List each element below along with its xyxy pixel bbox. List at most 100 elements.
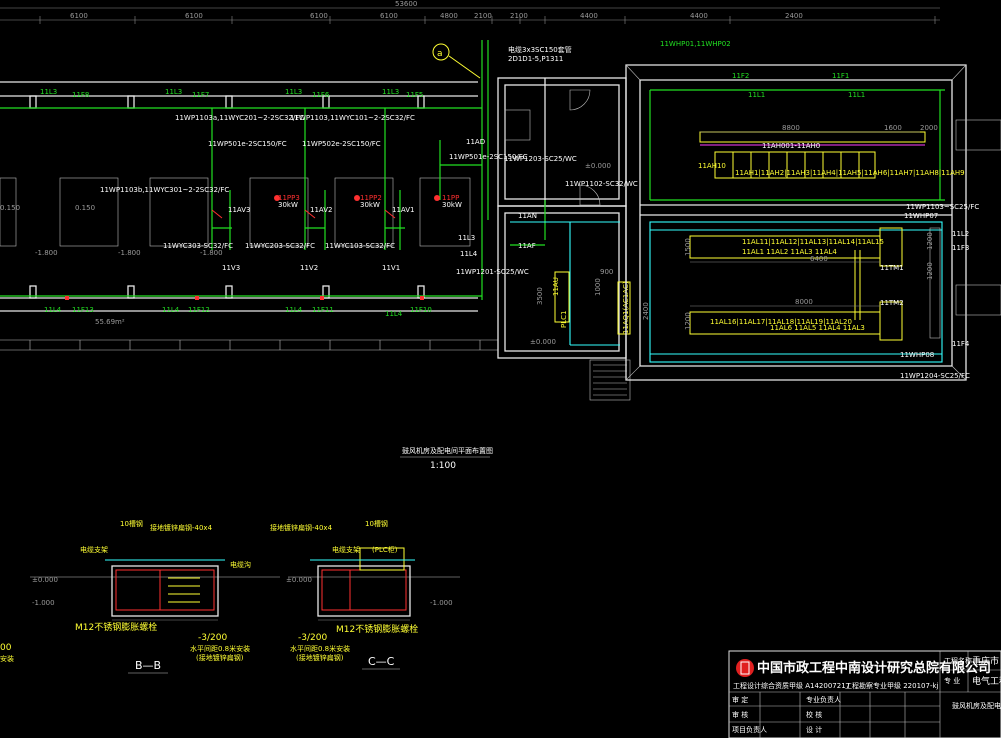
label-11l1-a: 11L1 (748, 91, 765, 99)
cc-title: C—C (368, 655, 395, 668)
bb-title: B—B (135, 659, 161, 672)
label-11tm2: 11TM2 (880, 299, 904, 307)
svg-text:审 核: 审 核 (732, 710, 748, 719)
feeder-l3-4: 11L3 (382, 88, 399, 96)
label-whp08: 11WHP08 (900, 351, 934, 359)
plan-title: 鼓风机房及配电间平面布置图 (402, 446, 493, 455)
svg-text:设 计: 设 计 (806, 725, 822, 734)
label-11an: 11AN (518, 212, 537, 220)
label-11l2: 11L2 (952, 230, 969, 238)
cable-annotations-left: 11WP1103a,11WYC201~2-2SC32/FC 11WP1103,1… (100, 40, 731, 194)
dim-top-6: 2100 (474, 12, 492, 20)
lv-row2b-label: 11AL6 11AL5 11AL4 11AL3 (770, 324, 865, 332)
left-edge-note-1: 00 (0, 643, 12, 653)
pump-labels: 11PP3 30kW 11PP2 30kW 11PP 30kW 11AV3 11… (0, 194, 462, 272)
svg-text:a: a (437, 49, 443, 59)
bb-level-1: -1.000 (32, 599, 55, 607)
lv-row1-label: 11AL11|11AL12|11AL13|11AL14|11AL15 (742, 238, 884, 246)
lv-row2-label: 11AL16|11AL17|11AL18|11AL19|11AL20 (710, 318, 852, 326)
label-11l3: 11L3 (458, 234, 475, 242)
cc-note-2: 接地镀锌扁钢-40x4 (270, 523, 333, 532)
label-11ad: 11AD (466, 138, 485, 146)
bb-drain2: (接地镀锌扁钢) (196, 653, 244, 662)
dim-3500: 3500 (536, 287, 544, 305)
bb-note-4: 电缆沟 (230, 560, 251, 569)
label-wp1103: 11WP1103~SC25/FC (906, 203, 979, 211)
left-edge-note-2: 安装 (0, 654, 14, 663)
feeder-f7: 11F7 (192, 91, 209, 99)
cable-f1: 11WP501e-2SC150/FC (208, 140, 287, 148)
level-2: 0.150 (75, 204, 95, 212)
company-cert-2: 工程勘察专业甲级 220107-kj (845, 681, 939, 690)
pump-label-3: 11PP3 (278, 194, 300, 202)
svg-text:校 核: 校 核 (806, 710, 822, 719)
dim-top-overall: 53600 (395, 0, 417, 8)
cc-drain2: (接地镀锌扁钢) (296, 653, 344, 662)
cc-depth: -3/200 (298, 633, 327, 643)
drawing-name: 鼓风机房及配电间 (952, 701, 1001, 710)
top-dimension-chain: 6100 6100 6100 6100 4800 2100 2100 4400 … (0, 0, 940, 24)
label-11l4: 11L4 (460, 250, 478, 258)
cable-lower-1: 11WYC103-SC32/FC (325, 242, 395, 250)
svg-text:11L4: 11L4 (44, 306, 62, 314)
svg-text:11L4: 11L4 (385, 310, 403, 318)
dim-1200a: 1200 (926, 232, 934, 250)
dim-8800: 8800 (782, 124, 800, 132)
lv-row1b-label: 11AL1 11AL2 11AL3 11AL4 (742, 248, 837, 256)
feeder-l3-1: 11L3 (40, 88, 57, 96)
pump-marker-3 (274, 195, 280, 201)
feeder-f6: 11F6 (312, 91, 330, 99)
dim-1200c: 1200 (684, 312, 692, 330)
label-11af: 11AF (518, 242, 536, 250)
pump-sub-2: 30kW (360, 201, 380, 209)
dim-1200b: 1200 (926, 262, 934, 280)
bb-note-1: 10槽钢 (120, 519, 143, 528)
cc-level-0: ±0.000 (286, 576, 312, 584)
plan-scale: 1:100 (430, 461, 456, 471)
spec-label: 专 业 (944, 676, 960, 685)
label-11f4: 11F4 (952, 340, 970, 348)
valve-label-3: 11AV3 (228, 206, 251, 214)
cable-f5: 11WP1102-SC32/WC (565, 180, 638, 188)
svg-text:11L4: 11L4 (285, 306, 303, 314)
cc-note-1: 10槽钢 (365, 519, 388, 528)
area-label: 55.69m² (95, 318, 125, 326)
cc-note-3: (PLC柜) (372, 545, 398, 554)
svg-text:项目负责人: 项目负责人 (732, 725, 767, 734)
dim-top-5: 4800 (440, 12, 458, 20)
level-5: -1.800 (200, 249, 223, 257)
cable-main-1: 11WP1103a,11WYC201~2-2SC32/FC (175, 114, 304, 122)
dim-top-1: 6100 (70, 12, 88, 20)
bb-depth: -3/200 (198, 633, 227, 643)
section-bb: 10槽钢 接地镀锌扁钢-40x4 电缆支架 电缆沟 ±0.000 -1.000 … (30, 519, 280, 674)
dim-top-2: 6100 (185, 12, 203, 20)
cable-lower-3: 11WYC303-SC32/FC (163, 242, 233, 250)
plan-title-block: 鼓风机房及配电间平面布置图 1:100 (400, 446, 493, 471)
cable-top-right: 11WHP01,11WHP02 (660, 40, 731, 48)
cable-lower-2: 11WYC203-SC32/FC (245, 242, 315, 250)
pump-marker-2 (354, 195, 360, 201)
feeder-l3-2: 11L3 (165, 88, 182, 96)
bb-note-3: 电缆支架 (80, 545, 108, 554)
pump-label-2: 11PP2 (360, 194, 382, 202)
company-cert-1: 工程设计综合资质甲级 A142007217 (733, 681, 850, 690)
cable-f4: 11WP1203-SC25/WC (504, 155, 577, 163)
pump-sub-1: 30kW (442, 201, 462, 209)
label-11f3: 11F3 (952, 244, 969, 252)
feeder-f8: 11F8 (72, 91, 89, 99)
label-wp1201: 11WP1201-SC25/WC (456, 268, 529, 276)
label-11tm1: 11TM1 (880, 264, 904, 272)
middle-rooms: 11AD 11AN 11AF 11L3 11L4 11WP1201-SC25/W… (456, 77, 650, 401)
dim-1000: 1000 (594, 278, 602, 296)
dim-6400: 6400 (810, 255, 828, 263)
cc-drain: 水平间距0.8米安装 (290, 644, 350, 653)
bb-note-2: 接地镀锌扁钢-40x4 (150, 523, 213, 532)
hv-row-label: 11AH1|11AH2|11AH3|11AH4|11AH5|11AH6|11AH… (735, 169, 965, 177)
cable-left-mid: 11WP1103b,11WYC301~2-2SC32/FC (100, 186, 229, 194)
label-11f1: 11F1 (832, 72, 849, 80)
v-label-3: 11V3 (222, 264, 240, 272)
bb-level-0: ±0.000 (32, 576, 58, 584)
dim-top-7: 2100 (510, 12, 528, 20)
dim-1500: 1500 (684, 238, 692, 256)
